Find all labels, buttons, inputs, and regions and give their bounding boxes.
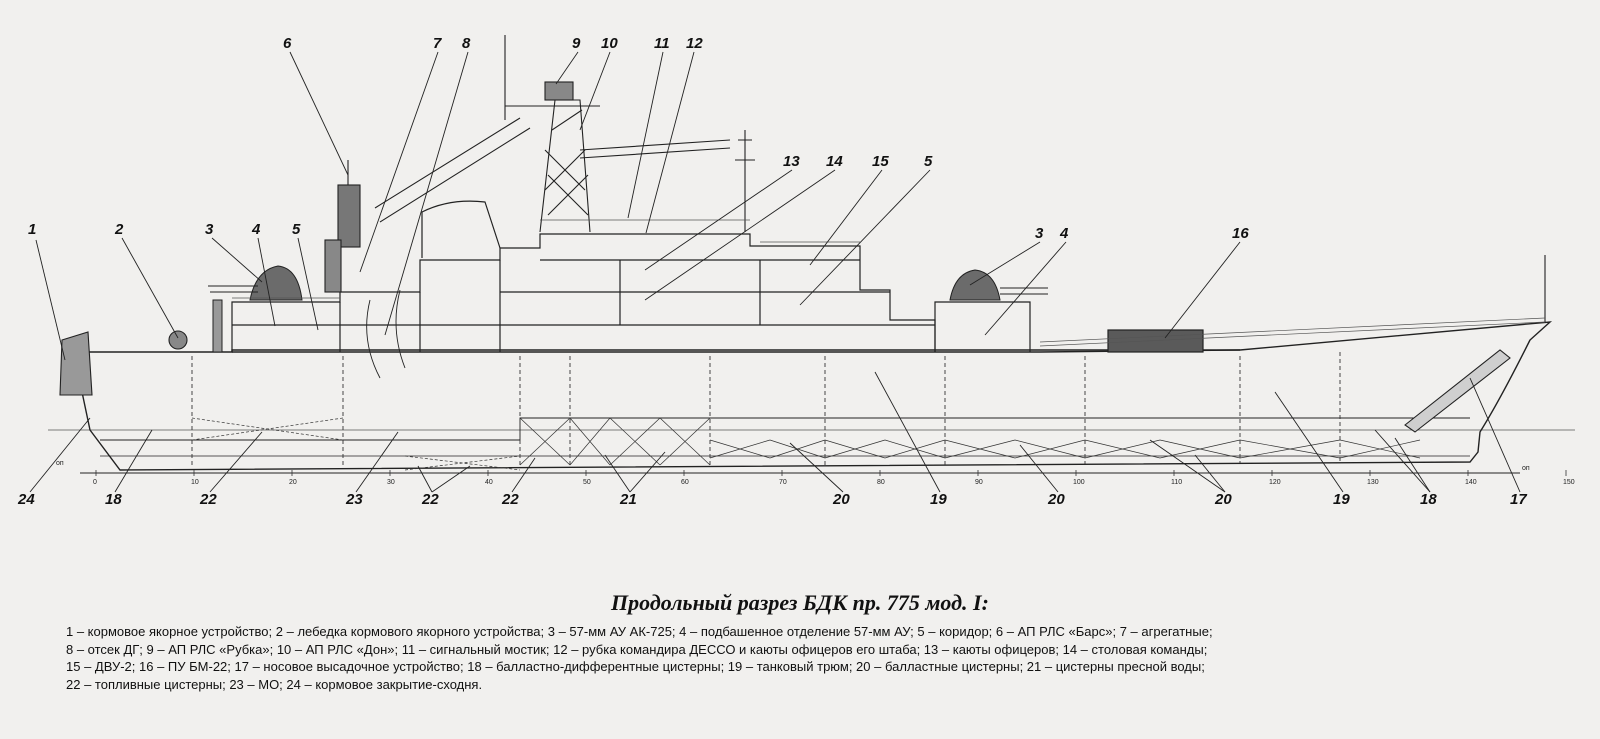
railings (232, 219, 1546, 347)
tank-lattice (191, 417, 1421, 471)
frame-tick-labels: 0 10 20 30 40 50 60 70 80 90 100 110 120 130 140 150 (93, 470, 1575, 486)
callout-22b: 22 (421, 491, 439, 508)
callout-3b: 3 (1035, 225, 1044, 242)
legend-line: 15 – ДВУ-2; 16 – ПУ БМ-22; 17 – носовое … (66, 659, 1205, 675)
callout-3: 3 (205, 221, 214, 238)
legend-line: 22 – топливные цистерны; 23 – МО; 24 – к… (66, 676, 483, 692)
ship-hull-outline (48, 321, 1575, 474)
callout-19a: 19 (930, 491, 947, 508)
legend: 1 – кормовое якорное устройство; 2 – леб… (66, 623, 1546, 693)
frame-tick-label: 100 (1073, 479, 1085, 486)
frame-tick-label: 150 (1563, 479, 1575, 486)
callout-4b: 4 (1059, 225, 1069, 242)
frame-tick-label: 80 (877, 479, 885, 486)
frame-tick-label: 50 (583, 479, 591, 486)
callout-20c: 20 (1214, 491, 1232, 508)
bulkheads (191, 352, 1341, 468)
callout-12: 12 (686, 35, 703, 52)
frame-tick-label: 70 (779, 479, 787, 486)
callout-13: 13 (783, 153, 800, 170)
frame-tick-label: 120 (1269, 479, 1281, 486)
callout-9: 9 (572, 35, 581, 52)
callout-8: 8 (462, 35, 471, 52)
frame-tick-label: 0 (93, 479, 97, 486)
callout-22c: 22 (501, 491, 519, 508)
frame-tick-label: 40 (485, 479, 493, 486)
callout-19b: 19 (1333, 491, 1350, 508)
callout-2: 2 (114, 221, 124, 238)
callout-17: 17 (1510, 491, 1527, 508)
frame-tick-label: 60 (681, 479, 689, 486)
drawing-title: Продольный разрез БДК пр. 775 мод. I: (611, 590, 989, 615)
callout-24: 24 (17, 491, 35, 508)
callout-21: 21 (619, 491, 637, 508)
baseline-label-right: оп (1522, 465, 1530, 472)
callout-16: 16 (1232, 225, 1249, 242)
callout-14: 14 (826, 153, 843, 170)
superstructure (231, 200, 1204, 379)
frame-tick-label: 20 (289, 479, 297, 486)
callout-1: 1 (28, 221, 36, 238)
callout-10: 10 (601, 35, 618, 52)
callout-20a: 20 (832, 491, 850, 508)
callout-11: 11 (654, 35, 670, 52)
callout-4: 4 (251, 221, 261, 238)
baseline-label-left: оп (56, 460, 64, 467)
frame-tick-label: 30 (387, 479, 395, 486)
callout-5b: 5 (924, 153, 933, 170)
callout-18b: 18 (1420, 491, 1437, 508)
frame-tick-label: 130 (1367, 479, 1379, 486)
callout-leader-lines (29, 51, 1521, 493)
callout-5: 5 (292, 221, 301, 238)
callout-18: 18 (105, 491, 122, 508)
legend-line: 1 – кормовое якорное устройство; 2 – леб… (66, 624, 1213, 639)
callout-20b: 20 (1047, 491, 1065, 508)
frame-tick-label: 110 (1171, 479, 1182, 486)
callout-numbers-bottom: 24 18 22 23 22 22 21 20 19 20 20 19 18 1… (17, 491, 1527, 508)
callout-numbers-top: 1 2 3 4 5 6 7 8 9 10 11 12 13 14 15 5 3 … (28, 35, 1249, 242)
callout-7: 7 (433, 35, 442, 52)
frame-tick-label: 140 (1465, 479, 1477, 486)
gun-mounts (208, 265, 1048, 353)
frame-tick-label: 10 (191, 479, 199, 486)
masts-and-cranes (59, 35, 1546, 433)
callout-6: 6 (283, 35, 292, 52)
frame-tick-label: 90 (975, 479, 983, 486)
callout-22a: 22 (199, 491, 217, 508)
legend-line: 8 – отсек ДГ; 9 – АП РЛС «Рубка»; 10 – А… (66, 641, 1208, 657)
callout-23: 23 (345, 491, 363, 508)
callout-15: 15 (872, 153, 889, 170)
